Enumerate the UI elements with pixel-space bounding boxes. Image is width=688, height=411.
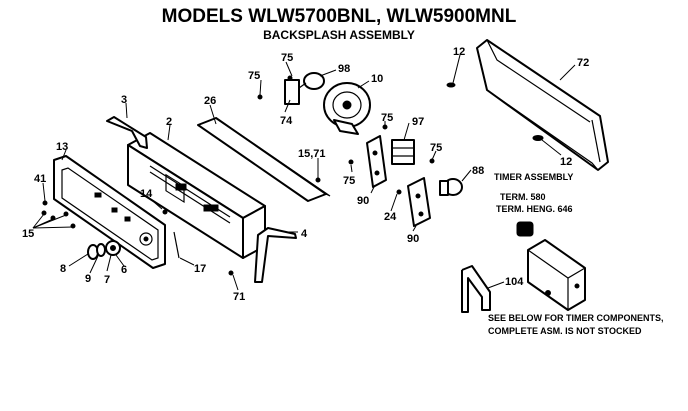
screws-cluster: [41, 200, 76, 229]
diagram-subtitle: BACKSPLASH ASSEMBLY: [263, 28, 415, 42]
mounting-bracket-right: [254, 227, 297, 283]
part-label-75c: 75: [381, 112, 393, 124]
part-label-12b: 12: [560, 156, 572, 168]
part-label-41: 41: [34, 173, 46, 185]
part-label-17: 17: [194, 263, 206, 275]
part-label-75d: 75: [430, 142, 442, 154]
leader-lines: [32, 54, 576, 291]
part-label-15-71: 15,71: [298, 148, 326, 160]
part-label-12a: 12: [453, 46, 465, 58]
part-label-97: 97: [412, 116, 424, 128]
part-label-90b: 90: [407, 233, 419, 245]
part-label-104: 104: [505, 276, 524, 288]
timer-motor: [323, 82, 371, 135]
part-label-10: 10: [371, 73, 383, 85]
part-label-7: 7: [104, 274, 110, 286]
part-label-98: 98: [338, 63, 350, 75]
part-label-8: 8: [60, 263, 66, 275]
part-label-15a: 15: [22, 228, 34, 240]
part-label-14: 14: [140, 188, 153, 200]
fasteners: [162, 75, 544, 276]
part-label-75e: 75: [343, 175, 355, 187]
part-label-4: 4: [301, 228, 308, 240]
note-line-2: COMPLETE ASM. IS NOT STOCKED: [488, 326, 642, 336]
switch-plate-lower: [407, 177, 431, 227]
part-label-88: 88: [472, 165, 484, 177]
timer-box: [527, 239, 586, 311]
part-label-3: 3: [121, 94, 127, 106]
part-label-2: 2: [166, 116, 172, 128]
switch-plate-upper: [366, 135, 387, 188]
knob-assembly: [87, 240, 121, 260]
part-label-6: 6: [121, 264, 127, 276]
terminal-label-1: TERM. 580: [500, 192, 546, 202]
rotary-switch-88: [439, 178, 463, 196]
part-label-90a: 90: [357, 195, 369, 207]
switch-97: [391, 139, 415, 165]
terminal-spring: [516, 221, 534, 237]
note-line-1: SEE BELOW FOR TIMER COMPONENTS,: [488, 313, 664, 323]
rotary-switch-98: [284, 72, 325, 105]
wire-harness: [461, 265, 491, 313]
diagram-title: MODELS WLW5700BNL, WLW5900MNL: [162, 6, 517, 27]
part-label-26: 26: [204, 95, 216, 107]
timer-cover: [476, 39, 609, 171]
screw-17: [173, 231, 180, 259]
mounting-bracket-left: [106, 116, 148, 149]
part-label-72: 72: [577, 57, 589, 69]
part-label-75b: 75: [248, 70, 260, 82]
part-label-74: 74: [280, 115, 293, 127]
part-label-75a: 75: [281, 52, 293, 64]
part-label-13: 13: [56, 141, 68, 153]
rear-cover: [197, 117, 331, 202]
part-label-71: 71: [233, 291, 245, 303]
timer-assembly-label: TIMER ASSEMBLY: [494, 172, 573, 182]
control-panel-front: [53, 155, 166, 269]
part-label-24: 24: [384, 211, 397, 223]
part-label-9: 9: [85, 273, 91, 285]
terminal-label-2: TERM. HENG. 646: [496, 204, 573, 214]
